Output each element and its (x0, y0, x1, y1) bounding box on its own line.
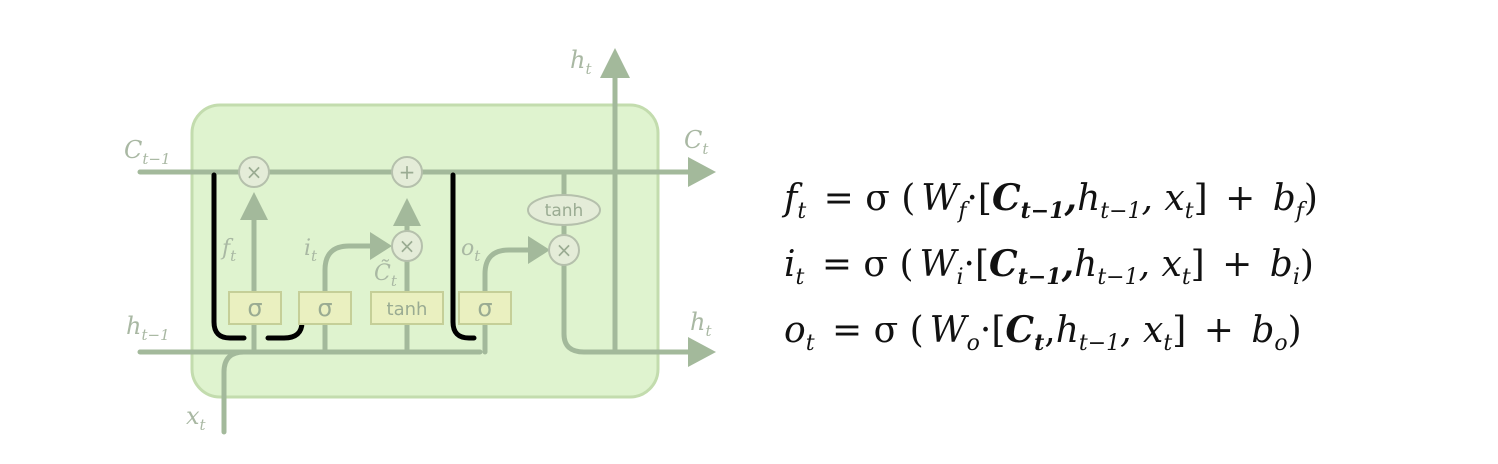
hidden-top-arrowhead (600, 48, 630, 78)
forget-sigma-label: σ (247, 294, 262, 322)
input-gate-arrowhead (370, 232, 392, 260)
output-gate-arrowhead (528, 236, 550, 264)
tanh-op (527, 194, 601, 226)
output-sigma-box (458, 291, 512, 325)
input-multiply-symbol: × (399, 234, 416, 258)
output-gate-line (482, 247, 533, 355)
output-multiply-symbol: × (556, 238, 573, 262)
lstm-peephole-diagram: × + × × tanh σ σ tanh σ Ct−1 Ct ht ht−1 … (124, 46, 716, 435)
forget-gate-arrowhead (240, 192, 268, 220)
label-x-in: xt (186, 402, 207, 434)
candidate-tanh-box (370, 291, 444, 325)
equation-forget-gate: ft = σ (Wf·[Ct−1,ht−1, xt] + bf) (784, 177, 1318, 224)
hidden-output-arrowhead (688, 337, 716, 367)
label-c-out: Ct (684, 126, 709, 158)
label-h-out: ht (690, 308, 712, 340)
equation-input-gate: it = σ (Wi·[Ct−1,ht−1, xt] + bi) (784, 243, 1314, 290)
forget-multiply-symbol: × (246, 160, 263, 184)
forget-sigma-box (228, 291, 282, 325)
input-sigma-box (298, 291, 352, 325)
label-i-gate: it (304, 236, 318, 265)
forget-multiply-op (238, 156, 270, 188)
output-sigma-label: σ (477, 294, 492, 322)
label-o-gate: ot (461, 236, 481, 265)
label-c-prev: Ct−1 (124, 136, 171, 168)
input-sigma-label: σ (317, 294, 332, 322)
input-gate-line (322, 243, 375, 355)
tanh-op-label: tanh (545, 201, 584, 221)
peephole-output (450, 172, 477, 341)
cell-state-arrowhead (688, 157, 716, 187)
equations: ft = σ (Wf·[Ct−1,ht−1, xt] + bf) it = σ … (784, 168, 1318, 366)
label-h-top: ht (570, 46, 592, 78)
add-op (391, 156, 423, 188)
x-input-line (221, 349, 247, 435)
input-multiply-op (391, 230, 423, 262)
candidate-tanh-label: tanh (387, 299, 428, 320)
add-symbol: + (399, 160, 416, 184)
hidden-output-line (561, 259, 691, 355)
label-c-tilde: C̃t (374, 260, 398, 290)
peephole-input (265, 319, 305, 341)
label-h-prev: ht−1 (126, 312, 170, 344)
peephole-forget (211, 172, 247, 341)
candidate-arrowhead (393, 198, 421, 226)
output-multiply-op (548, 234, 580, 266)
equation-output-gate: ot = σ (Wo·[Ct,ht−1, xt] + bo) (784, 309, 1302, 356)
